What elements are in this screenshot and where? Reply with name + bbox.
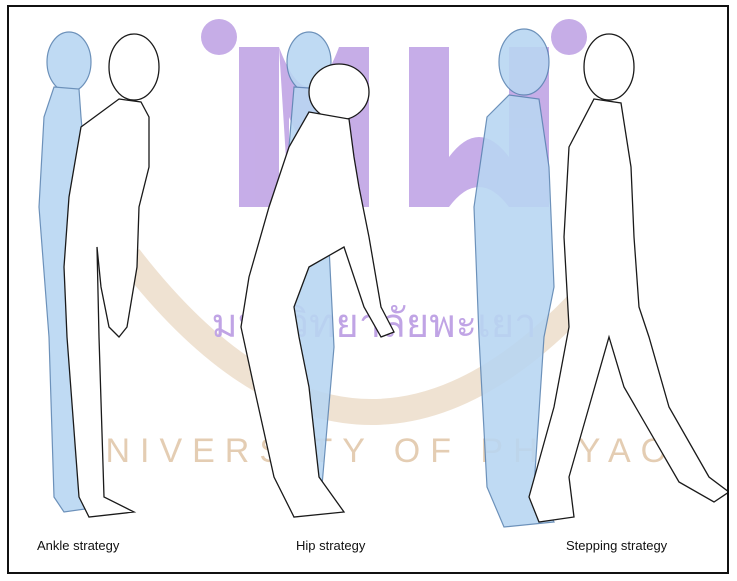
figure-frame: UNIVERSITY OF PHAYAO มหาวิทยาลัยพะเยา: [7, 5, 729, 574]
figure-illustration: UNIVERSITY OF PHAYAO มหาวิทยาลัยพะเยา: [9, 7, 729, 574]
hip-strategy-caption: Hip strategy: [296, 538, 365, 553]
stepping-strategy-caption: Stepping strategy: [566, 538, 667, 553]
watermark-en-text: UNIVERSITY OF PHAYAO: [71, 432, 677, 470]
ankle-strategy-caption: Ankle strategy: [37, 538, 119, 553]
